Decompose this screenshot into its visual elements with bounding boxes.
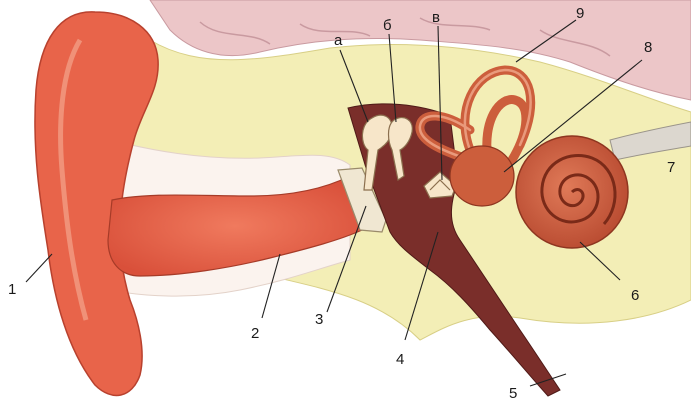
label-3: 3 — [315, 312, 323, 327]
label-9: 9 — [576, 6, 584, 21]
label-a: а — [334, 33, 342, 48]
label-2: 2 — [251, 326, 259, 341]
label-v: в — [432, 10, 440, 25]
vestibule — [450, 146, 514, 206]
label-7: 7 — [667, 160, 675, 175]
leader-1 — [26, 254, 52, 282]
label-6: 6 — [631, 288, 639, 303]
label-1: 1 — [8, 282, 16, 297]
label-5: 5 — [509, 386, 517, 401]
label-b: б — [383, 18, 392, 33]
label-8: 8 — [644, 40, 652, 55]
label-4: 4 — [396, 352, 404, 367]
